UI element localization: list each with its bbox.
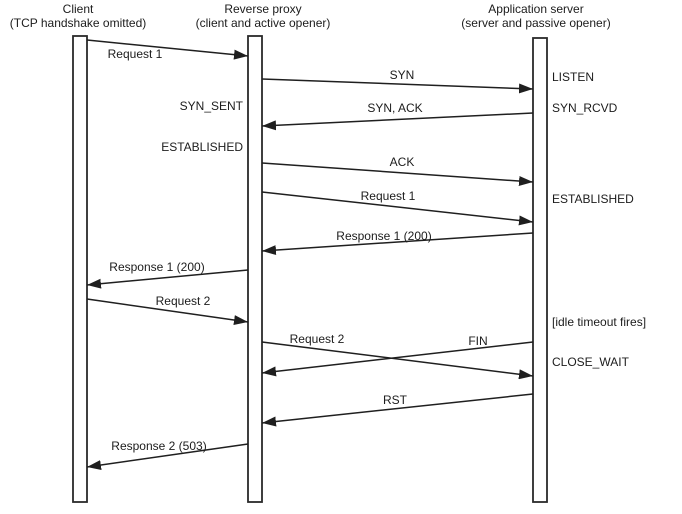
message-arrow-application-server-to-reverse-proxy [261,393,534,427]
actor-title-client: Client [62,2,94,16]
actor-subtitle-client: (TCP handshake omitted) [9,16,147,30]
states-layer: LISTEN SYN_SENT SYN_RCVD ESTABLISHED ESTABLI… [161,70,646,369]
state-label-listen: LISTEN [552,70,594,84]
message-label: Response 1 (200) [109,260,204,274]
message-label: Response 1 (200) [336,229,431,243]
application-server-lifeline [532,37,548,503]
state-label-syn-rcvd: SYN_RCVD [552,101,618,115]
message-arrow-reverse-proxy-to-client [86,443,249,470]
message-arrow-reverse-proxy-to-application-server [261,162,534,187]
actor-header-application-server: Application server (server and passive o… [461,2,610,30]
actor-title-reverse-proxy: Reverse proxy [224,2,302,16]
message-arrow-reverse-proxy-to-client [86,269,249,289]
message-arrow-application-server-to-reverse-proxy [261,232,534,256]
message-arrow-client-to-reverse-proxy [86,298,249,325]
message-label: RST [383,393,408,407]
actor-header-reverse-proxy: Reverse proxy (client and active opener) [196,2,331,30]
message-label: ACK [390,155,415,169]
lifelines-layer [72,35,548,503]
message-label: SYN [390,68,415,82]
messages-layer: Request 1 SYN SYN, ACK ACK Request 1 Response… [86,39,534,470]
state-label-idle-timeout: [idle timeout fires] [552,315,646,329]
message-label: Request 1 [361,189,416,203]
message-arrow-application-server-to-reverse-proxy [261,112,534,131]
state-label-established-server: ESTABLISHED [552,192,634,206]
message-arrow-reverse-proxy-to-application-server [261,341,534,380]
state-label-close-wait: CLOSE_WAIT [552,355,630,369]
message-label: Request 1 [108,47,163,61]
state-label-established-proxy: ESTABLISHED [161,140,243,154]
message-arrow-reverse-proxy-to-application-server [261,78,534,94]
message-label: FIN [468,334,487,348]
message-arrow-reverse-proxy-to-application-server [261,191,534,226]
message-label: Response 2 (503) [111,439,206,453]
message-arrow-client-to-reverse-proxy [86,39,249,60]
message-arrow-application-server-to-reverse-proxy [261,341,534,377]
message-label: SYN, ACK [367,101,422,115]
actor-title-application-server: Application server [488,2,584,16]
message-label: Request 2 [290,332,345,346]
actor-subtitle-application-server: (server and passive opener) [461,16,611,30]
message-label: Request 2 [156,294,211,308]
state-label-syn-sent: SYN_SENT [180,99,244,113]
actor-header-client: Client (TCP handshake omitted) [10,2,147,30]
actor-subtitle-reverse-proxy: (client and active opener) [195,16,331,30]
client-lifeline [72,35,88,503]
reverse-proxy-lifeline [247,35,263,503]
